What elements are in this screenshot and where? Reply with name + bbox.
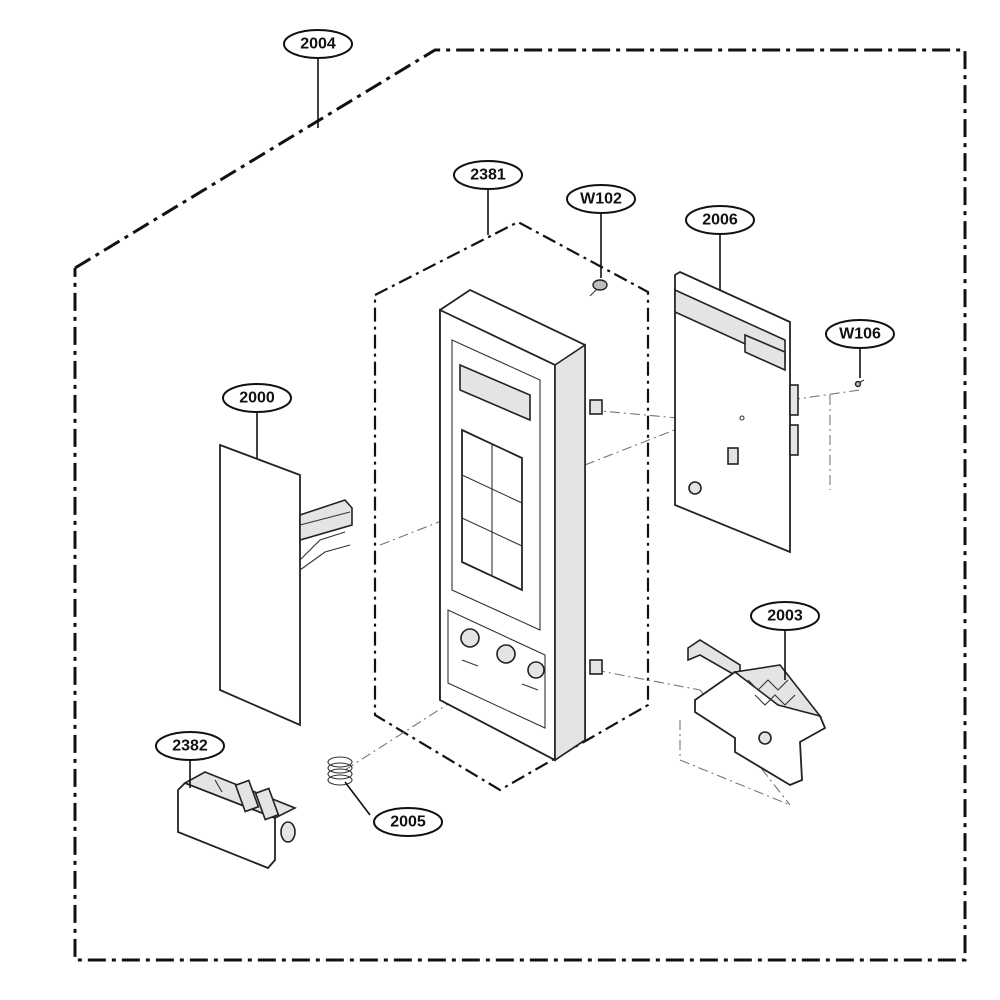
assembly-boundary-2004 [73, 48, 967, 962]
callout-2382: 2382 [155, 731, 225, 761]
callout-2004-label: 2004 [300, 36, 336, 53]
callout-2004: 2004 [283, 29, 353, 59]
callout-w106: W106 [825, 319, 895, 349]
screw-w102 [589, 279, 608, 297]
callout-2381: 2381 [453, 160, 523, 190]
callout-2006-label: 2006 [702, 212, 738, 229]
callout-2000-label: 2000 [239, 390, 275, 407]
lever-assembly-2003 [687, 639, 827, 787]
callout-w102-label: W102 [580, 191, 622, 208]
membrane-keypad-2000 [219, 443, 353, 727]
screw-w106 [854, 379, 865, 388]
callout-2003-label: 2003 [767, 608, 803, 625]
callout-2005: 2005 [373, 807, 443, 837]
callout-2005-label: 2005 [390, 814, 426, 831]
callout-2382-label: 2382 [172, 738, 208, 755]
keypad-grid [461, 428, 523, 592]
pcb-board-2006 [674, 270, 799, 554]
spring-2005 [327, 756, 353, 786]
callout-2381-label: 2381 [470, 167, 506, 184]
callout-2003: 2003 [750, 601, 820, 631]
control-panel-boundary-2381 [373, 220, 650, 792]
callout-2006: 2006 [685, 205, 755, 235]
button-set-2382 [177, 771, 297, 870]
callout-w102: W102 [566, 184, 636, 214]
callout-w106-label: W106 [839, 326, 881, 343]
leader-lines [189, 58, 861, 816]
control-panel-frame-2381 [439, 288, 603, 762]
callout-2000: 2000 [222, 383, 292, 413]
